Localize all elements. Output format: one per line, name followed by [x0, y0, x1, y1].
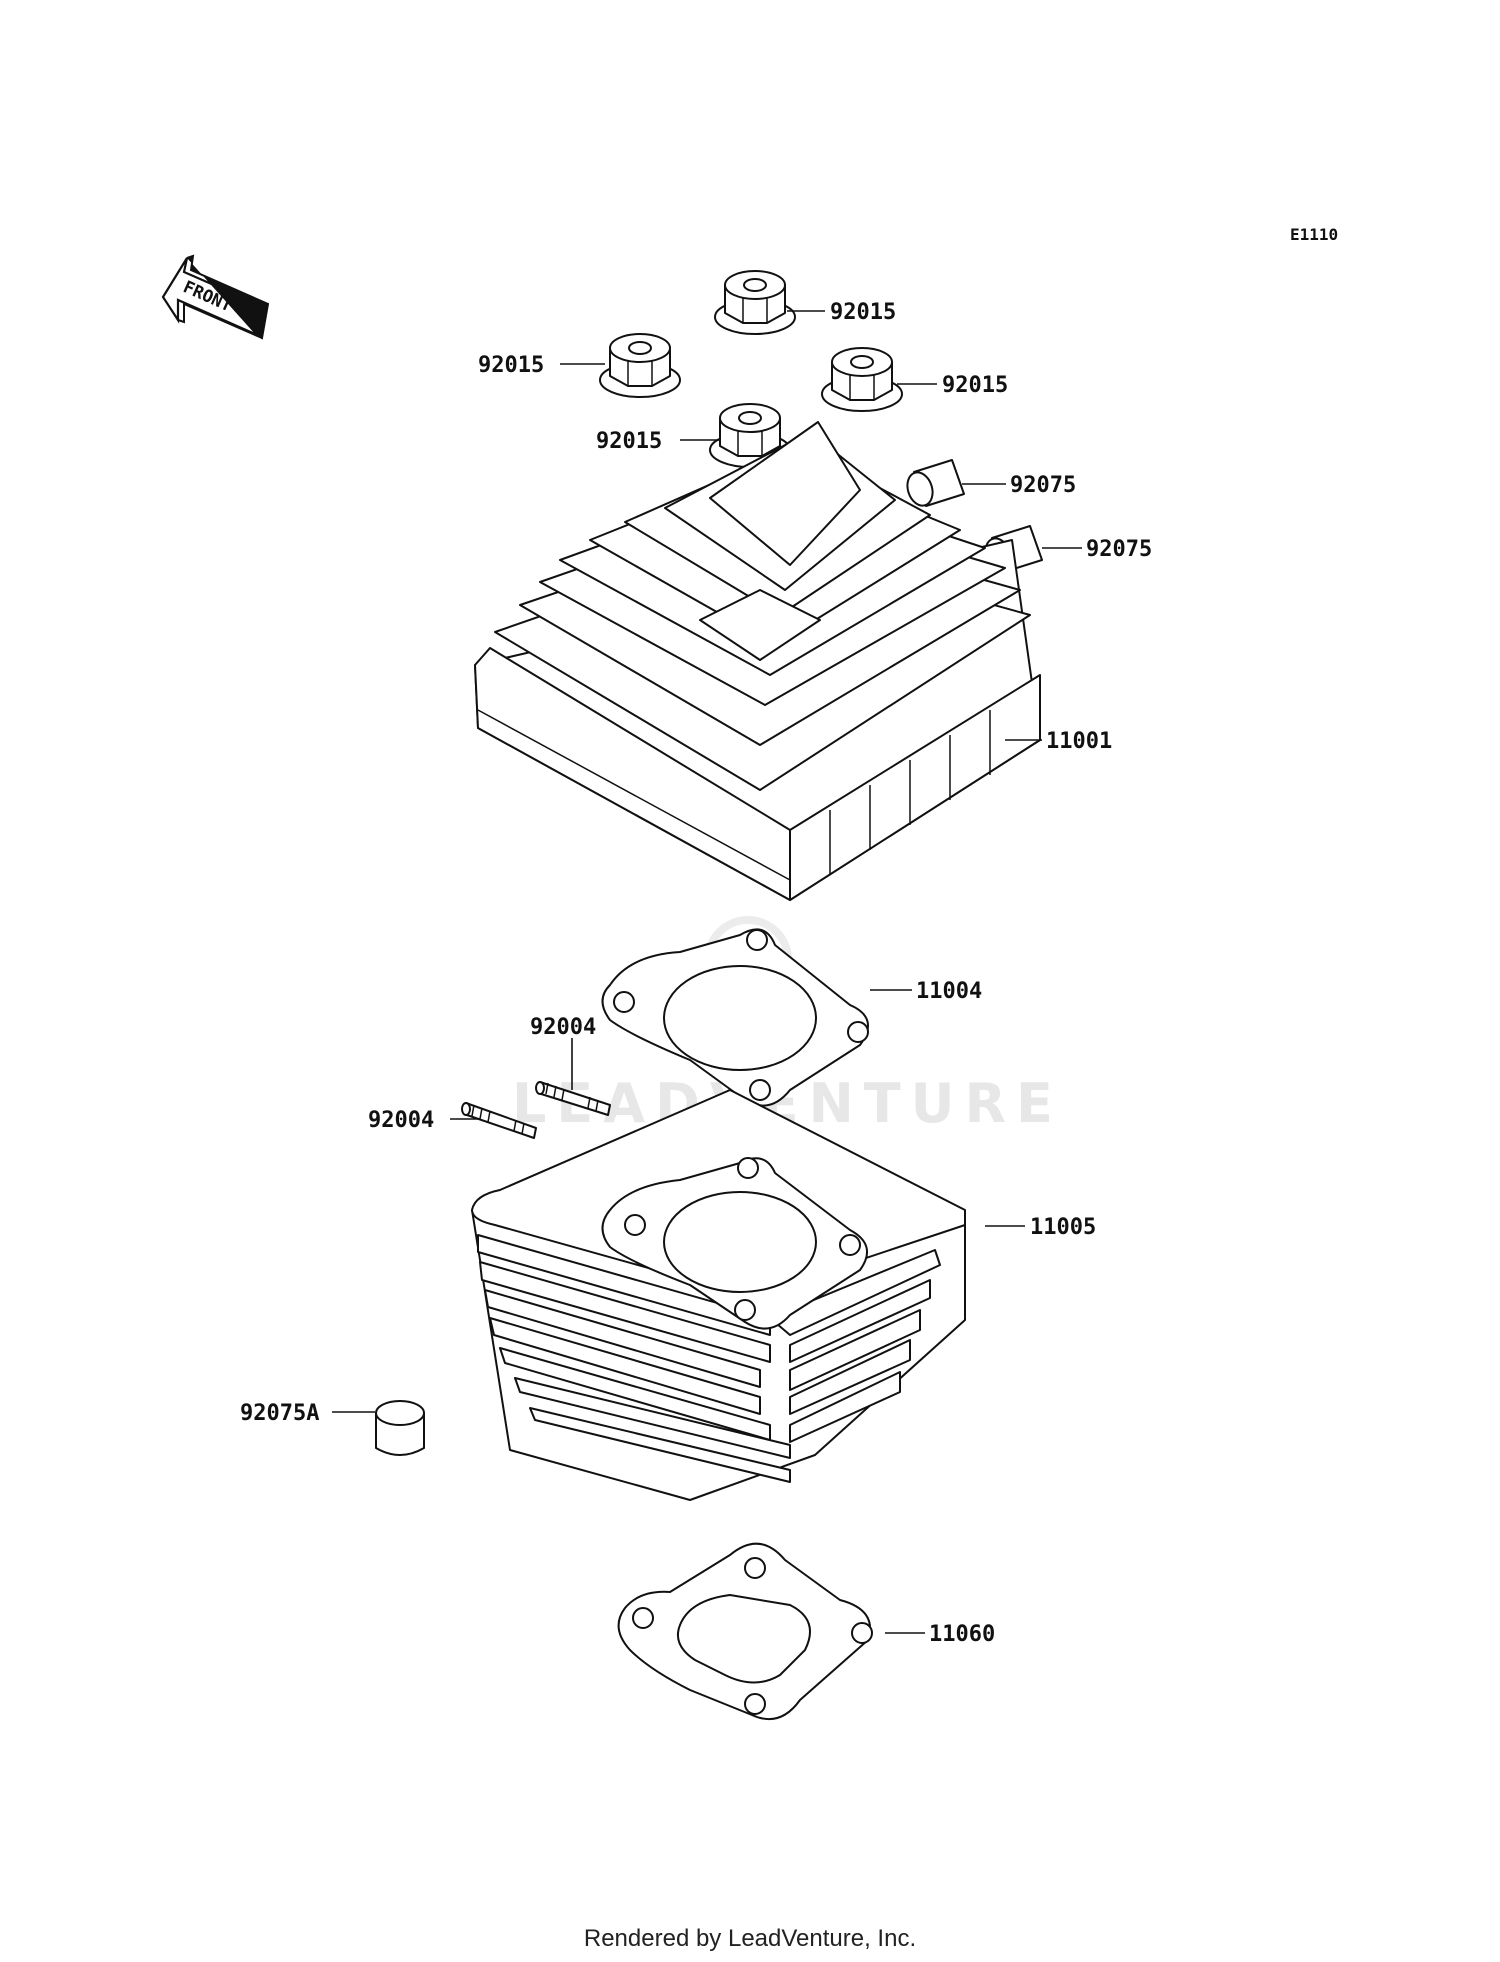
cylinder-drawing [471, 1089, 966, 1501]
callout-label: 11005 [1030, 1215, 1096, 1240]
callout-label: 11060 [929, 1622, 995, 1647]
dowel-icon [375, 1400, 425, 1456]
nut-icon [709, 403, 791, 468]
callout-label: 92015 [830, 300, 896, 325]
front-arrow-icon: FRONT [161, 254, 270, 340]
stud-icon [461, 1102, 537, 1139]
callout-label: 92075 [1010, 473, 1076, 498]
nut-icon [599, 333, 681, 398]
dowel-icon [906, 459, 965, 507]
callout-label: 92004 [368, 1108, 434, 1133]
leader-lines [332, 310, 1082, 1634]
footer-credit: Rendered by LeadVenture, Inc. [584, 1925, 916, 1952]
callout-label: 92075A [240, 1401, 319, 1426]
callout-label: 92075 [1086, 537, 1152, 562]
nut-icon [821, 347, 903, 412]
head-gasket-drawing [601, 928, 869, 1107]
callout-label: 92015 [478, 353, 544, 378]
callout-label: 92015 [942, 373, 1008, 398]
stud-icon [535, 1081, 611, 1116]
nut-icon [714, 270, 796, 335]
cylinder-head-drawing [474, 421, 1041, 901]
callout-label: 92015 [596, 429, 662, 454]
diagram-code: E1110 [1290, 225, 1338, 244]
callout-label: 11004 [916, 979, 982, 1004]
base-gasket-drawing [617, 1542, 873, 1720]
callout-label: 92004 [530, 1015, 596, 1040]
callout-labels: 92015 92015 92015 92015 92075 92075 1100… [240, 300, 1152, 1647]
callout-label: 11001 [1046, 729, 1112, 754]
